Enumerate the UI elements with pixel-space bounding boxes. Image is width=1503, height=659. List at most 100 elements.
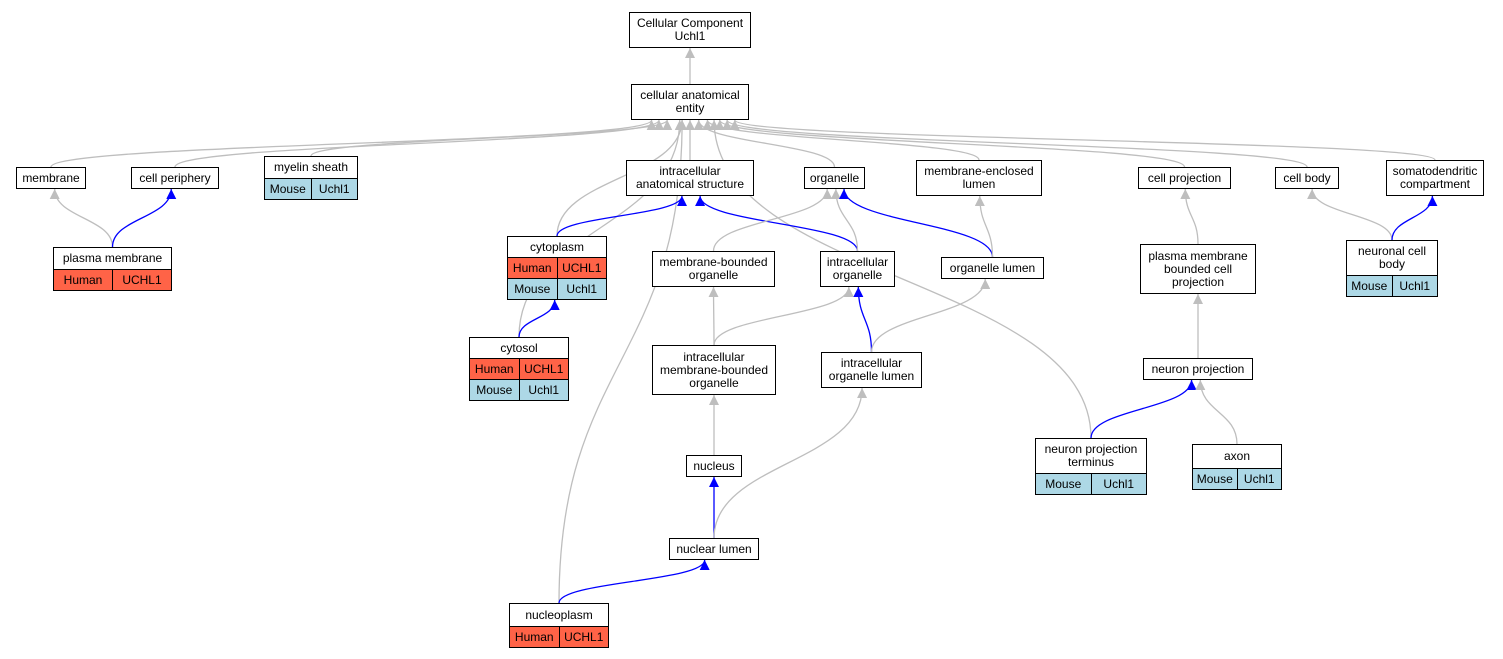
edge-is-a-ncb-to-cell_body xyxy=(1307,188,1393,241)
edge-is-a-myelin_sheath-to-cae xyxy=(310,119,673,157)
gene-cell: UCHL1 xyxy=(556,258,606,278)
species-cell: Mouse xyxy=(265,179,311,199)
node-iol[interactable]: intracellular organelle lumen xyxy=(821,352,922,388)
edge-part-of-iol-to-io xyxy=(853,286,873,353)
node-label: nuclear lumen xyxy=(676,541,752,556)
edge-part-of-ncb-to-somatodendritic xyxy=(1391,195,1438,241)
gene-cell: Uchl1 xyxy=(1391,276,1437,296)
edge-part-of-ol-to-organelle xyxy=(839,188,994,258)
node-label: neuronal cell body xyxy=(1357,244,1427,271)
node-label: cellular anatomical entity xyxy=(640,88,740,115)
gene-cell: UCHL1 xyxy=(558,627,608,647)
node-cae[interactable]: cellular anatomical entity xyxy=(631,84,749,120)
edge-is-a-pmbcp-to-cell_projection xyxy=(1180,188,1199,245)
edge-part-of-cytosol-to-cytoplasm xyxy=(518,299,560,338)
node-label: intracellular membrane-bounded organelle xyxy=(659,349,769,390)
node-cell-projection[interactable]: cell projection xyxy=(1138,167,1231,189)
species-cell: Human xyxy=(54,270,112,290)
edge-is-a-cell_periphery-to-cae xyxy=(174,119,664,168)
gene-cell: Uchl1 xyxy=(1090,474,1146,494)
edge-is-a-iol-to-ol xyxy=(870,278,991,353)
species-cell: Mouse xyxy=(1193,469,1237,489)
node-cell-body[interactable]: cell body xyxy=(1275,167,1339,189)
edge-is-a-cell_projection-to-cae xyxy=(714,119,1186,168)
edge-is-a-somatodendritic-to-cae xyxy=(730,119,1436,161)
node-label: membrane-enclosed lumen xyxy=(924,164,1034,191)
node-label: plasma membrane bounded cell projection xyxy=(1148,248,1248,289)
node-somatodendritic[interactable]: somatodendritic compartment xyxy=(1386,160,1484,196)
node-label: neuron projection xyxy=(1151,361,1245,376)
node-label: intracellular organelle xyxy=(826,255,889,282)
edge-is-a-nucleoplasm-to-cae xyxy=(558,119,688,604)
node-organelle[interactable]: organelle xyxy=(804,167,865,189)
node-label: neuron projection terminus xyxy=(1044,442,1138,469)
node-label: membrane xyxy=(22,170,80,185)
node-io[interactable]: intracellular organelle xyxy=(820,251,895,287)
node-label: intracellular anatomical structure xyxy=(635,164,745,191)
edge-is-a-plasma_membrane-to-membrane xyxy=(49,188,114,248)
edge-part-of-plasma_membrane-to-cell_periphery xyxy=(111,188,177,248)
species-cell: Mouse xyxy=(508,279,557,299)
node-ias[interactable]: intracellular anatomical structure xyxy=(626,160,754,196)
gene-cell: Uchl1 xyxy=(518,380,568,400)
species-cell: Human xyxy=(508,258,557,278)
edge-is-a-cytosol-to-cae xyxy=(518,119,685,338)
gene-cell: Uchl1 xyxy=(1236,469,1281,489)
gene-cell: UCHL1 xyxy=(518,359,568,379)
node-ol[interactable]: organelle lumen xyxy=(941,257,1044,279)
node-label: somatodendritic compartment xyxy=(1392,164,1478,191)
node-label: axon xyxy=(1223,449,1251,463)
node-label: myelin sheath xyxy=(273,160,349,174)
edge-is-a-membrane-to-cae xyxy=(50,119,657,168)
species-cell: Mouse xyxy=(1347,276,1392,296)
edge-part-of-io-to-ias xyxy=(695,195,859,252)
node-mbo[interactable]: membrane-bounded organelle xyxy=(652,251,775,287)
node-imbo[interactable]: intracellular membrane-bounded organelle xyxy=(652,345,776,395)
node-cell-periphery[interactable]: cell periphery xyxy=(131,167,219,189)
node-nucleus[interactable]: nucleus xyxy=(686,455,742,477)
species-cell: Mouse xyxy=(470,380,519,400)
edge-is-a-cell_body-to-cae xyxy=(722,119,1308,168)
gene-cell: UCHL1 xyxy=(112,270,171,290)
node-label: organelle lumen xyxy=(949,260,1036,275)
node-mel[interactable]: membrane-enclosed lumen xyxy=(916,160,1042,196)
edge-is-a-cytoplasm-to-cae xyxy=(556,119,687,237)
node-pmbcp[interactable]: plasma membrane bounded cell projection xyxy=(1140,244,1256,294)
node-label: intracellular organelle lumen xyxy=(828,356,915,383)
node-label: cytoplasm xyxy=(529,239,585,254)
edge-part-of-cytoplasm-to-ias xyxy=(556,195,687,237)
edge-is-a-axon-to-np xyxy=(1195,379,1238,445)
species-cell: Mouse xyxy=(1036,474,1091,494)
node-label: nucleoplasm xyxy=(525,607,593,622)
edge-is-a-nuclear_lumen-to-iol xyxy=(713,387,868,539)
node-membrane[interactable]: membrane xyxy=(16,167,86,189)
edge-is-a-imbo-to-io xyxy=(713,286,854,346)
gene-cell: Uchl1 xyxy=(556,279,606,299)
node-label: membrane-bounded organelle xyxy=(659,255,768,282)
node-nuclear-lumen[interactable]: nuclear lumen xyxy=(669,538,759,560)
node-np[interactable]: neuron projection xyxy=(1143,358,1253,380)
node-label: nucleus xyxy=(693,458,735,473)
node-root[interactable]: Cellular Component Uchl1 xyxy=(629,12,751,48)
node-label: cell periphery xyxy=(139,170,211,185)
node-label: cell body xyxy=(1283,170,1331,185)
species-cell: Human xyxy=(470,359,519,379)
node-label: Cellular Component Uchl1 xyxy=(636,16,744,43)
species-cell: Human xyxy=(510,627,559,647)
